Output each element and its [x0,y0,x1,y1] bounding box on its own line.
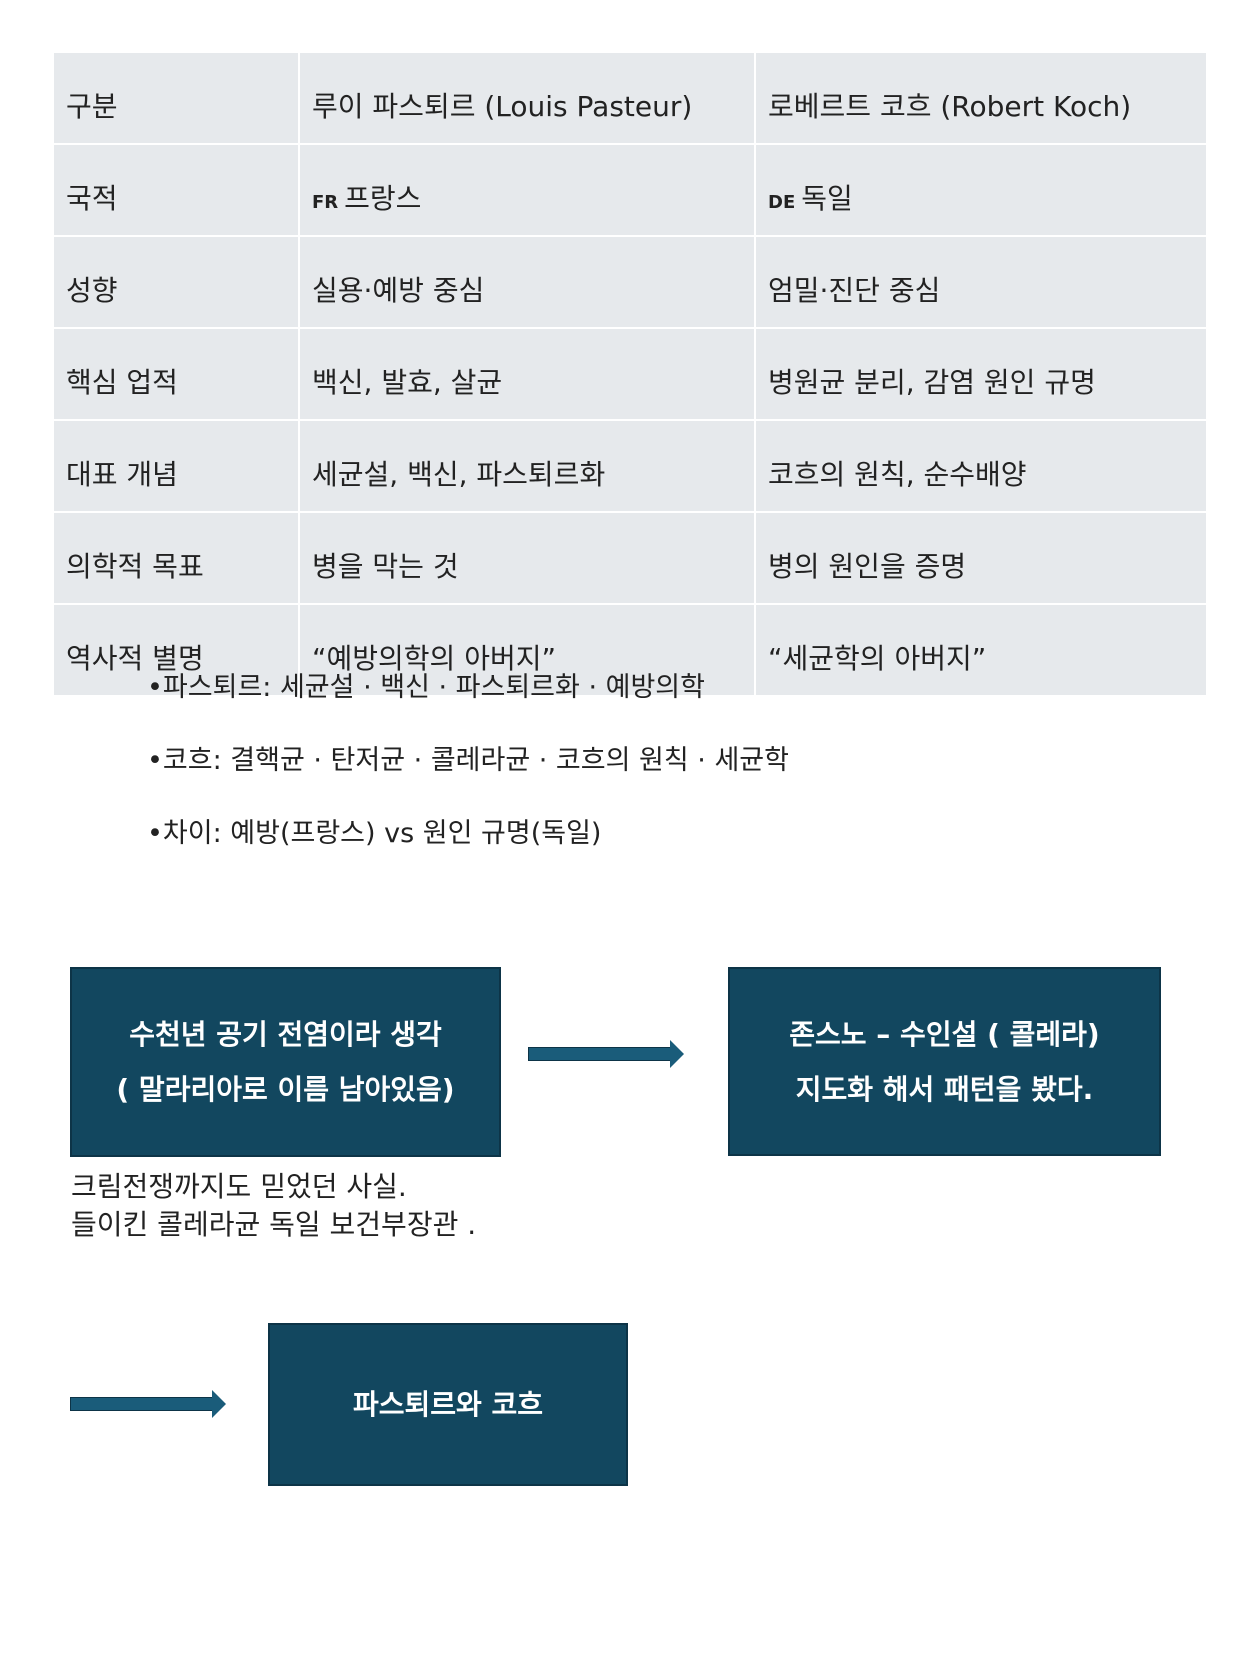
box-john-snow: 존스노 – 수인설 ( 콜레라) 지도화 해서 패턴을 봤다. [728,967,1161,1156]
table-cell: 국적 [52,143,300,237]
bullet-pasteur: •파스퇴르: 세균설 · 백신 · 파스퇴르화 · 예방의학 [147,672,705,703]
cell-text: 병원균 분리, 감염 원인 규명 [768,366,1096,399]
table-cell: 백신, 발효, 살균 [298,327,756,421]
table-cell: “예방의학의 아버지” [298,603,756,697]
cell-text: 성향 [66,274,118,307]
box1-line2: ( 말라리아로 이름 남아있음) [116,1073,455,1106]
table-row: 구분 루이 파스퇴르 (Louis Pasteur) 로베르트 코흐 (Robert… [52,51,1208,145]
cell-text: 로베르트 코흐 (Robert Koch) [768,90,1132,123]
table-row: 성향 실용·예방 중심 엄밀·진단 중심 [52,235,1208,329]
table-cell: 병을 막는 것 [298,511,756,605]
table-cell: “세균학의 아버지” [754,603,1208,697]
box1-line1: 수천년 공기 전염이라 생각 [129,1018,442,1051]
arrow-right-icon [528,1040,684,1068]
cell-text: 독일 [801,182,853,215]
table-cell: 핵심 업적 [52,327,300,421]
box-pasteur-koch: 파스퇴르와 코흐 [268,1323,628,1486]
bullet-koch: •코흐: 결핵균 · 탄저균 · 콜레라균 · 코흐의 원칙 · 세균학 [147,745,789,776]
comparison-table: 구분 루이 파스퇴르 (Louis Pasteur) 로베르트 코흐 (Robert… [52,51,1208,697]
table-cell: 로베르트 코흐 (Robert Koch) [754,51,1208,145]
flag-code: DE [768,192,796,213]
arrow-right-icon [70,1390,226,1418]
cell-text: 대표 개념 [66,458,178,491]
table-cell: 병의 원인을 증명 [754,511,1208,605]
table-cell: 엄밀·진단 중심 [754,235,1208,329]
cell-text: 병의 원인을 증명 [768,550,967,583]
cell-text: 엄밀·진단 중심 [768,274,941,307]
cell-text: 프랑스 [344,182,422,215]
cell-text: “예방의학의 아버지” [312,642,556,675]
note-line2: 들이킨 콜레라균 독일 보건부장관 . [71,1208,477,1241]
box2-line2: 지도화 해서 패턴을 봤다. [795,1072,1094,1106]
table-cell: 성향 [52,235,300,329]
table-row: 의학적 목표 병을 막는 것 병의 원인을 증명 [52,511,1208,605]
table-cell: 의학적 목표 [52,511,300,605]
box2-line1: 존스노 – 수인설 ( 콜레라) [789,1017,1100,1051]
note-line1: 크림전쟁까지도 믿었던 사실. [71,1170,407,1203]
box-airborne-belief: 수천년 공기 전염이라 생각 ( 말라리아로 이름 남아있음) [70,967,501,1157]
table-cell: 대표 개념 [52,419,300,513]
table-cell: 루이 파스퇴르 (Louis Pasteur) [298,51,756,145]
cell-text: 병을 막는 것 [312,550,459,583]
cell-text: 역사적 별명 [66,642,204,675]
table-cell: 실용·예방 중심 [298,235,756,329]
table-cell: 병원균 분리, 감염 원인 규명 [754,327,1208,421]
cell-text: 루이 파스퇴르 (Louis Pasteur) [312,90,693,123]
cell-text: 백신, 발효, 살균 [312,366,503,399]
table-row: 대표 개념 세균설, 백신, 파스퇴르화 코흐의 원칙, 순수배양 [52,419,1208,513]
cell-text: 구분 [66,90,118,123]
cell-text: 의학적 목표 [66,550,204,583]
cell-text: 세균설, 백신, 파스퇴르화 [312,458,606,491]
note-text: 크림전쟁까지도 믿었던 사실. 들이킨 콜레라균 독일 보건부장관 . [71,1168,476,1244]
bullet-difference: •차이: 예방(프랑스) vs 원인 규명(독일) [147,818,602,849]
table-cell: 세균설, 백신, 파스퇴르화 [298,419,756,513]
cell-text: 코흐의 원칙, 순수배양 [768,458,1027,491]
table-cell: 구분 [52,51,300,145]
cell-text: “세균학의 아버지” [768,642,987,675]
table-cell: 코흐의 원칙, 순수배양 [754,419,1208,513]
table-cell: 역사적 별명 [52,603,300,697]
flag-code: FR [312,192,339,213]
box3-label: 파스퇴르와 코흐 [352,1388,544,1421]
cell-text: 실용·예방 중심 [312,274,485,307]
table-row: 핵심 업적 백신, 발효, 살균 병원균 분리, 감염 원인 규명 [52,327,1208,421]
cell-text: 핵심 업적 [66,366,178,399]
table-row: 역사적 별명 “예방의학의 아버지” “세균학의 아버지” [52,603,1208,697]
cell-text: 국적 [66,182,118,215]
